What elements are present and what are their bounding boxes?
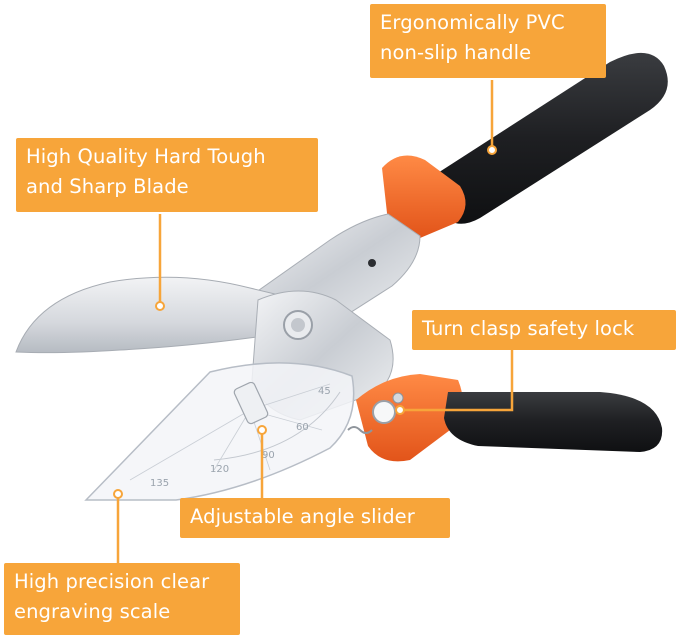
upper-handle-grip bbox=[430, 52, 668, 224]
angle-guide-arc bbox=[213, 391, 341, 461]
lower-handle-grip bbox=[444, 392, 663, 452]
blade-callout: High Quality Hard Tough and Sharp Blade bbox=[16, 138, 318, 212]
handle-callout: Ergonomically PVC non-slip handle bbox=[370, 4, 606, 78]
scale-callout: High precision clear engraving scale bbox=[4, 563, 240, 635]
scale-callout-line1: High precision clear bbox=[14, 570, 210, 593]
scale-mark: 135 bbox=[150, 478, 169, 489]
lock-leader-dot bbox=[395, 405, 405, 415]
scale-mark: 60 bbox=[296, 422, 309, 433]
slider-leader-dot bbox=[257, 425, 267, 435]
slider-callout: Adjustable angle slider bbox=[180, 498, 450, 538]
handle-callout-line1: Ergonomically PVC bbox=[380, 11, 565, 34]
slider-callout-line1: Adjustable angle slider bbox=[190, 505, 415, 528]
scale-mark: 45 bbox=[318, 386, 331, 397]
lock-callout: Turn clasp safety lock bbox=[412, 310, 676, 350]
scale-mark: 90 bbox=[262, 450, 275, 461]
handle-leader-dot bbox=[487, 145, 497, 155]
blade-callout-line1: High Quality Hard Tough bbox=[26, 145, 266, 168]
arm-rivet-hole bbox=[368, 259, 376, 267]
handle-callout-line2: non-slip handle bbox=[380, 41, 532, 64]
blade-leader-dot bbox=[155, 301, 165, 311]
scale-callout-line2: engraving scale bbox=[14, 600, 171, 623]
lower-handle-collar bbox=[356, 374, 463, 462]
return-spring bbox=[347, 426, 373, 434]
blade-callout-line2: and Sharp Blade bbox=[26, 175, 189, 198]
pivot-bolt-center bbox=[291, 318, 305, 332]
lock-callout-line1: Turn clasp safety lock bbox=[422, 317, 635, 340]
angle-slider[interactable] bbox=[233, 381, 269, 425]
upper-handle-collar bbox=[382, 155, 466, 238]
angle-guide-plate bbox=[84, 362, 355, 501]
safety-lock-knob[interactable] bbox=[372, 400, 396, 424]
lock-pin bbox=[392, 392, 404, 404]
lock-leader bbox=[400, 348, 514, 412]
scale-leader-dot bbox=[113, 489, 123, 499]
scale-mark: 120 bbox=[210, 464, 229, 475]
